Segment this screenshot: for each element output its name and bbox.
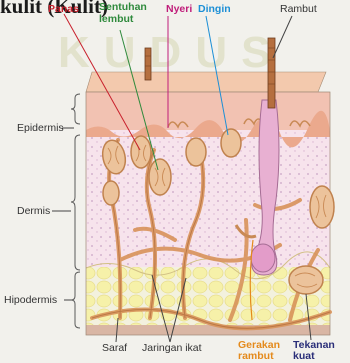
label-dermis: Dermis: [17, 206, 50, 217]
label-epidermis: Epidermis: [17, 123, 64, 134]
label-panas: Panas: [48, 4, 79, 15]
label-jaringan-ikat: Jaringan ikat: [142, 343, 202, 354]
layer-braces: [71, 94, 80, 328]
label-sentuhan-line1: Sentuhan: [99, 2, 147, 13]
bottom-layer: [86, 325, 330, 335]
label-rambut: Rambut: [280, 4, 317, 15]
label-hipodermis: Hipodermis: [4, 295, 57, 306]
label-sentuhan-line2: lembut: [99, 14, 133, 25]
label-tekanan-line2: kuat: [293, 351, 315, 362]
top-surface: [86, 72, 326, 92]
label-saraf: Saraf: [102, 343, 127, 354]
label-dingin: Dingin: [198, 4, 231, 15]
label-gerakan-line2: rambut: [238, 351, 274, 362]
label-nyeri: Nyeri: [166, 4, 192, 15]
